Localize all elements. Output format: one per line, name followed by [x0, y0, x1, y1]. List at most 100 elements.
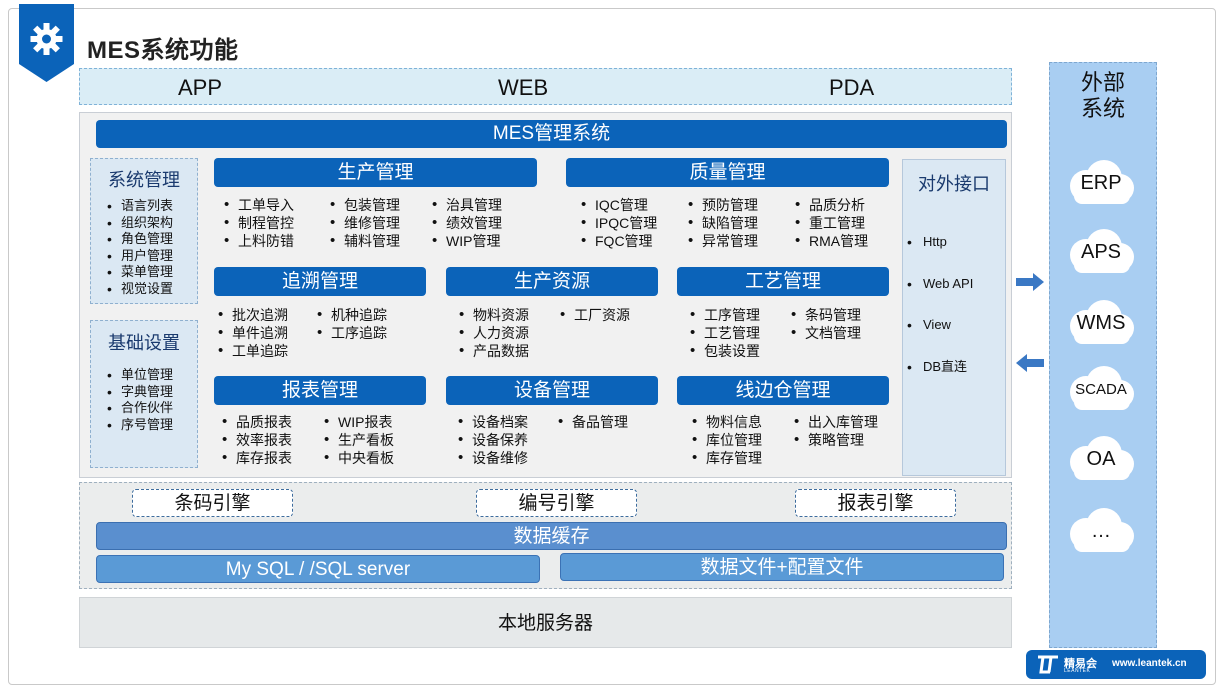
arrow-left-icon: [1016, 354, 1044, 372]
list-item: 策略管理: [790, 431, 878, 449]
list-item: 效率报表: [218, 431, 292, 449]
list-item: 人力资源: [455, 324, 529, 342]
list-item: 品质报表: [218, 413, 292, 431]
list-item: 预防管理: [684, 196, 758, 214]
trace-col1: 批次追溯 单件追溯 工单追踪: [214, 306, 288, 360]
slide-frame: [8, 8, 1216, 685]
list-item: 角色管理: [105, 231, 197, 248]
production-col2: 包装管理 维修管理 辅料管理: [326, 196, 400, 250]
production-col3: 治具管理 绩效管理 WIP管理: [428, 196, 502, 250]
list-item: 设备维修: [454, 449, 528, 467]
cloud-aps: APS: [1064, 227, 1138, 275]
base-settings-list: 单位管理 字典管理 合作伙伴 序号管理: [105, 367, 197, 433]
leantek-logo-icon: [1038, 655, 1058, 674]
list-item: 出入库管理: [790, 413, 878, 431]
list-item: 异常管理: [684, 232, 758, 250]
cloud-wms: WMS: [1064, 298, 1138, 346]
equipment-col2: 备品管理: [554, 413, 628, 431]
list-item: 重工管理: [791, 214, 868, 232]
list-item: 工厂资源: [556, 306, 630, 324]
client-bar: APP WEB PDA: [79, 68, 1012, 105]
list-item: 字典管理: [105, 384, 197, 401]
report-col1: 品质报表 效率报表 库存报表: [218, 413, 292, 467]
interface-title: 对外接口: [918, 174, 990, 194]
mes-system-bar: MES管理系统: [96, 120, 1007, 148]
base-settings-title: 基础设置: [108, 333, 180, 353]
trace-col2: 机种追踪 工序追踪: [313, 306, 387, 342]
list-item: 生产看板: [320, 431, 394, 449]
list-item: Http: [905, 234, 1005, 251]
cloud-label: WMS: [1076, 312, 1126, 334]
interface-panel: 对外接口 Http Web API View DB直连: [902, 159, 1006, 476]
list-item: 批次追溯: [214, 306, 288, 324]
list-item: 缺陷管理: [684, 214, 758, 232]
list-item: 工序追踪: [313, 324, 387, 342]
list-item: 机种追踪: [313, 306, 387, 324]
system-mgmt-list: 语言列表 组织架构 角色管理 用户管理 菜单管理 视觉设置: [105, 198, 197, 297]
files-bar: 数据文件+配置文件: [560, 553, 1004, 581]
list-item: Web API: [905, 276, 1005, 293]
report-col2: WIP报表 生产看板 中央看板: [320, 413, 394, 467]
cloud-label: OA: [1086, 448, 1116, 470]
list-item: 产品数据: [455, 342, 529, 360]
barcode-engine: 条码引擎: [132, 489, 293, 517]
process-col1: 工序管理 工艺管理 包装设置: [686, 306, 760, 360]
list-item: 物料资源: [455, 306, 529, 324]
client-app: APP: [178, 75, 223, 100]
system-mgmt-panel: 系统管理 语言列表 组织架构 角色管理 用户管理 菜单管理 视觉设置: [90, 158, 198, 304]
list-item: 辅料管理: [326, 232, 400, 250]
list-item: 工单导入: [220, 196, 294, 214]
process-header: 工艺管理: [677, 267, 889, 296]
gear-badge: [19, 4, 74, 82]
client-pda: PDA: [829, 75, 875, 100]
quality-col2: 预防管理 缺陷管理 异常管理: [684, 196, 758, 250]
gear-icon: [19, 4, 74, 82]
list-item: 用户管理: [105, 248, 197, 265]
data-cache-bar: 数据缓存: [96, 522, 1007, 550]
cloud-icon: [1070, 300, 1134, 344]
list-item: WIP管理: [428, 232, 502, 250]
list-item: RMA管理: [791, 232, 868, 250]
trace-header: 追溯管理: [214, 267, 426, 296]
client-web: WEB: [498, 75, 549, 100]
cloud-label: ERP: [1080, 172, 1122, 194]
cloud-icon: [1070, 366, 1134, 410]
resources-col2: 工厂资源: [556, 306, 630, 324]
list-item: 单件追溯: [214, 324, 288, 342]
list-item: 包装管理: [326, 196, 400, 214]
system-mgmt-title: 系统管理: [108, 170, 180, 190]
list-item: 工序管理: [686, 306, 760, 324]
local-server-bar: 本地服务器: [79, 597, 1012, 648]
report-engine: 报表引擎: [795, 489, 956, 517]
list-item: IPQC管理: [577, 214, 657, 232]
list-item: 库位管理: [688, 431, 762, 449]
logo-brand: 精易会: [1064, 658, 1097, 670]
quality-header: 质量管理: [566, 158, 889, 187]
equipment-header: 设备管理: [446, 376, 658, 405]
list-item: 设备档案: [454, 413, 528, 431]
list-item: 物料信息: [688, 413, 762, 431]
warehouse-col2: 出入库管理 策略管理: [790, 413, 878, 449]
list-item: 工单追踪: [214, 342, 288, 360]
database-bar: My SQL / /SQL server: [96, 555, 540, 583]
cloud-label: …: [1091, 520, 1111, 542]
warehouse-header: 线边仓管理: [677, 376, 889, 405]
resources-header: 生产资源: [446, 267, 658, 296]
list-item: 组织架构: [105, 215, 197, 232]
quality-col1: IQC管理 IPQC管理 FQC管理: [577, 196, 657, 250]
list-item: 品质分析: [791, 196, 868, 214]
title-divider: [74, 8, 94, 9]
list-item: 治具管理: [428, 196, 502, 214]
list-item: 库存管理: [688, 449, 762, 467]
production-col1: 工单导入 制程管控 上料防错: [220, 196, 294, 250]
list-item: 菜单管理: [105, 264, 197, 281]
resources-col1: 物料资源 人力资源 产品数据: [455, 306, 529, 360]
cloud-oa: OA: [1064, 434, 1138, 482]
list-item: 中央看板: [320, 449, 394, 467]
list-item: 工艺管理: [686, 324, 760, 342]
numbering-engine: 编号引擎: [476, 489, 637, 517]
list-item: IQC管理: [577, 196, 657, 214]
cloud-icon: [1070, 508, 1134, 552]
list-item: FQC管理: [577, 232, 657, 250]
logo-url: www.leantek.cn: [1112, 658, 1187, 669]
